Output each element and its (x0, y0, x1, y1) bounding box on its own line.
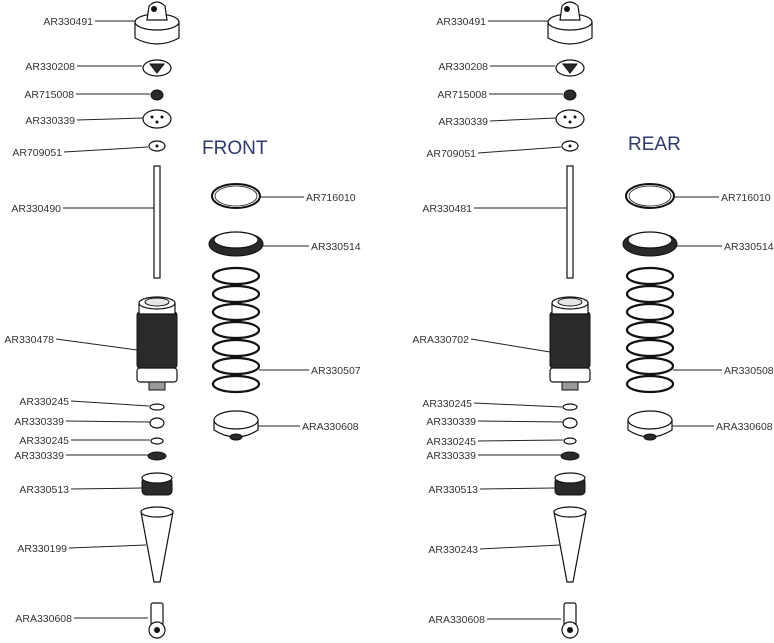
rear-spring-parts (621, 182, 679, 442)
part-label: AR709051 (12, 147, 62, 159)
part-label: ARA330608 (302, 421, 359, 433)
part-label: AR330339 (426, 416, 476, 428)
rear-title: REAR (628, 134, 681, 155)
part-label: AR330339 (14, 416, 64, 428)
part-label: AR716010 (306, 192, 356, 204)
part-label: AR330245 (422, 398, 472, 410)
part-label: AR330491 (43, 16, 93, 28)
part-label: AR330481 (422, 203, 472, 215)
part-label: AR715008 (437, 89, 487, 101)
part-label: AR330507 (311, 365, 361, 377)
part-label: AR330339 (438, 116, 488, 128)
part-label: AR330208 (438, 61, 488, 73)
part-label: AR330339 (14, 450, 64, 462)
part-label: AR330339 (426, 450, 476, 462)
front-shock-parts (134, 1, 180, 639)
part-label: AR330199 (17, 543, 67, 555)
part-label: AR709051 (426, 148, 476, 160)
part-label: AR330478 (4, 334, 54, 346)
part-label: AR330514 (311, 241, 361, 253)
part-label: AR330245 (426, 436, 476, 448)
part-label: AR716010 (721, 192, 771, 204)
rear-right-leaders (672, 196, 722, 427)
front-right-labels: AR716010 AR330514 AR330507 ARA330608 (302, 192, 361, 433)
part-label: ARA330608 (15, 613, 72, 625)
part-label: AR330491 (436, 16, 486, 28)
front-spring-parts (207, 182, 265, 442)
rear-shock-parts (547, 1, 593, 639)
part-label: AR330245 (19, 396, 69, 408)
rear-left-labels: AR330491 AR330208 AR715008 AR330339 AR70… (412, 16, 488, 626)
part-label: AR330243 (428, 544, 478, 556)
front-right-leaders (258, 196, 309, 427)
part-label: AR330245 (19, 435, 69, 447)
part-label: AR330208 (25, 61, 75, 73)
part-label: AR330513 (428, 484, 478, 496)
rear-left-leaders (470, 20, 567, 620)
front-left-labels: AR330491 AR330208 AR715008 AR330339 AR70… (4, 16, 93, 625)
part-label: AR330339 (25, 115, 75, 127)
front-title: FRONT (202, 138, 268, 159)
front-left-leaders (55, 20, 154, 619)
part-label: AR330513 (19, 484, 69, 496)
part-label: AR330508 (724, 365, 774, 377)
part-label: ARA330608 (428, 614, 485, 626)
part-label: AR715008 (24, 89, 74, 101)
rear-right-labels: AR716010 AR330514 AR330508 ARA330608 (716, 192, 774, 433)
part-label: AR330514 (724, 241, 774, 253)
part-label: ARA330608 (716, 421, 773, 433)
part-label: ARA330702 (412, 334, 469, 346)
part-label: AR330490 (11, 203, 61, 215)
